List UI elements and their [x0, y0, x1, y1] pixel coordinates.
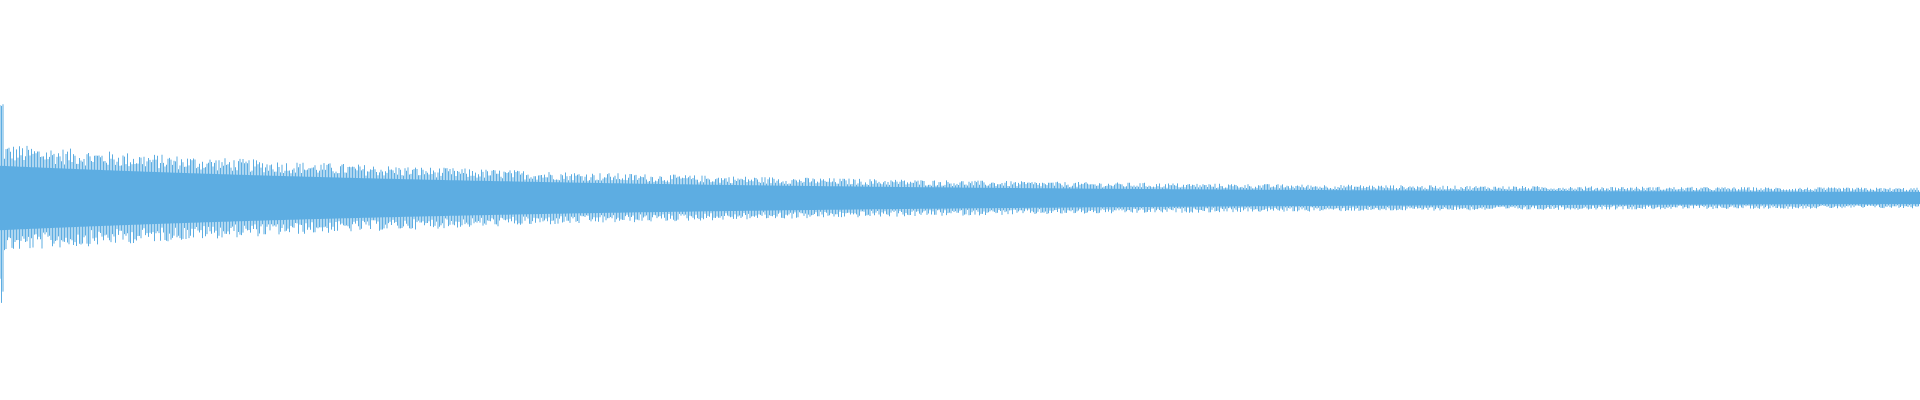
waveform-channel [0, 104, 1920, 303]
